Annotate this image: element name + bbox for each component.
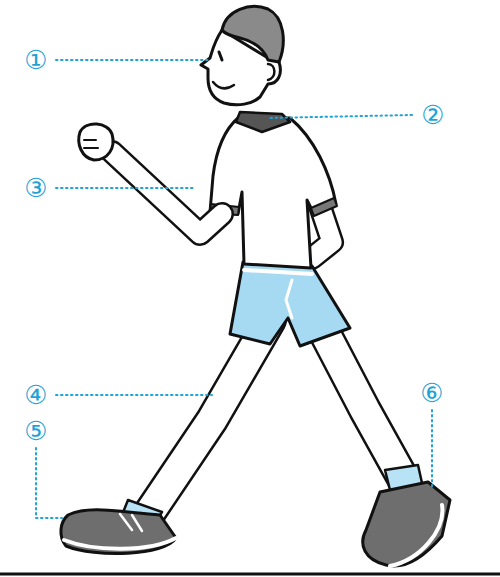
leader-line [56, 187, 196, 189]
back-leg-outline [318, 320, 405, 482]
fist-fingers [84, 140, 98, 148]
shorts [230, 262, 350, 346]
leader-line [56, 394, 212, 396]
front-shoe [61, 510, 176, 554]
front-leg-outline [148, 320, 270, 515]
callout-number: ① [16, 45, 56, 75]
shorts-waistband [244, 270, 312, 274]
walker [61, 7, 450, 567]
back-shoe-sole [390, 505, 442, 566]
front-arm [112, 152, 222, 234]
back-shoe [363, 482, 450, 566]
ground-line [0, 573, 500, 576]
ear [268, 64, 274, 80]
smile [213, 82, 234, 88]
callout-number: ⑥ [412, 378, 452, 408]
shorts-seam [286, 280, 292, 318]
leader-line [56, 59, 208, 61]
back-sleeve-cuff [311, 198, 337, 216]
front-leg [148, 320, 270, 515]
fist [79, 124, 113, 160]
back-leg [318, 320, 405, 482]
front-shoe-laces [120, 514, 142, 531]
callout-number: ④ [16, 380, 56, 410]
front-arm-outline [112, 152, 222, 234]
callout-number: ⑤ [16, 416, 56, 446]
leader-lines [36, 60, 432, 518]
collar [236, 112, 290, 132]
leader-line [431, 410, 433, 490]
front-shoe-sole [64, 538, 176, 549]
leader-line [36, 448, 62, 518]
callout-number: ③ [16, 173, 56, 203]
shirt [210, 118, 336, 268]
callout-number: ② [413, 100, 453, 130]
hair [222, 7, 283, 62]
leader-line [268, 115, 412, 118]
eye [219, 52, 222, 60]
